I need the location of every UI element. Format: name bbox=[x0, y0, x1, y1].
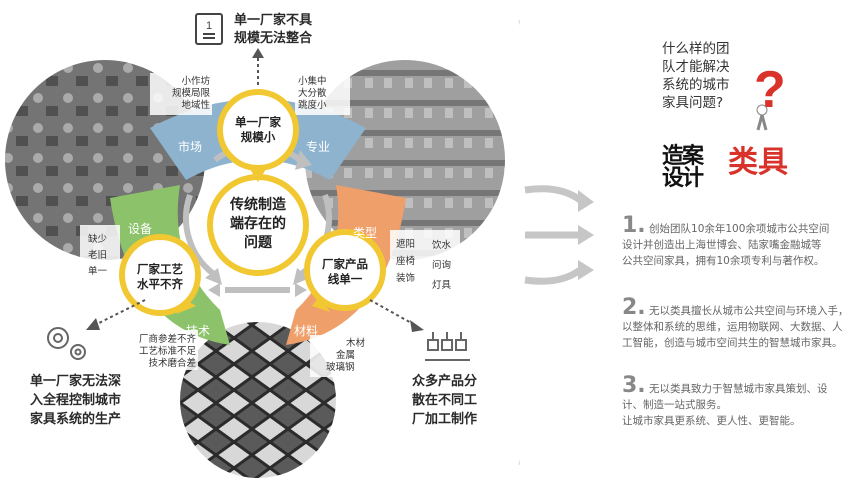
svg-text:1: 1 bbox=[206, 20, 212, 32]
type-notes-b: 饮水问询灯具 bbox=[432, 240, 452, 291]
center-title: 传统制造 端存在的 问题 bbox=[230, 197, 286, 251]
manufacturing-diagram: 1 bbox=[5, 13, 520, 478]
market-notes: 小作坊规模局限地域性 bbox=[172, 76, 211, 111]
bottom-right-note: 众多产品分 散在不同工 厂加工制作 bbox=[412, 374, 478, 427]
bottom-left-note: 单一厂家无法深 入全程控制城市 家具系统的生产 bbox=[30, 374, 122, 427]
question-text: 什么样的团 队才能解决 系统的城市 家具问题? bbox=[662, 41, 730, 111]
equipment-label: 设备 bbox=[128, 222, 153, 236]
document-icon: 1 bbox=[195, 13, 223, 45]
material-notes: 木材 金属 玻璃钢 bbox=[326, 338, 366, 373]
gears-icon bbox=[47, 327, 86, 360]
left-circle bbox=[119, 234, 201, 316]
lattice-photo bbox=[180, 322, 336, 478]
right-list-3: 3. 无以类具致力于智慧城市家具策划、设 计、制造一站式服务。 让城市家具更系统… bbox=[622, 373, 828, 428]
market-label: 市场 bbox=[178, 140, 203, 154]
question-mark-icon: ? bbox=[754, 61, 786, 131]
equipment-notes: 缺少老旧单一 bbox=[88, 234, 108, 277]
arrows-to-right bbox=[524, 185, 594, 285]
factory-icon bbox=[425, 332, 470, 361]
right-circle bbox=[304, 229, 386, 311]
right-list-2: 2. 无以类具擅长从城市公共空间与环境入手， 以整体和系统的思维，运用物联网、大… bbox=[622, 295, 849, 350]
logo-design: 造案设计 bbox=[662, 144, 704, 191]
left-circle-label: 厂家工艺 水平不齐 bbox=[137, 262, 183, 291]
logo-leiju: 类具 bbox=[728, 145, 788, 180]
profession-label: 专业 bbox=[306, 140, 331, 154]
type-notes-a: 遮阳座椅装饰 bbox=[396, 239, 416, 284]
top-note: 单一厂家不具 规模无法整合 bbox=[234, 13, 313, 46]
type-label: 类型 bbox=[353, 226, 378, 240]
material-label: 材料 bbox=[294, 324, 319, 338]
top-circle-label: 单一厂家 规模小 bbox=[235, 115, 281, 144]
profession-notes: 小集中大分散跳度小 bbox=[298, 76, 327, 111]
technology-label: 技术 bbox=[186, 324, 211, 338]
technology-notes: 厂商参差不齐工艺标准不足技术磨合差 bbox=[138, 334, 196, 369]
right-circle-label: 厂家产品 线单一 bbox=[322, 257, 368, 286]
right-list-1: 1. 创始团队10余年100余项城市公共空间 设计并创造出上海世博会、陆家嘴金融… bbox=[622, 213, 830, 268]
